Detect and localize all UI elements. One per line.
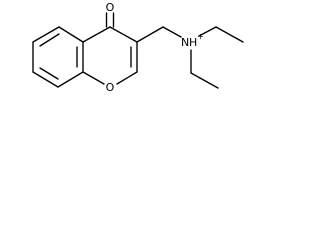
bond-benzene-4 bbox=[57, 71, 84, 88]
bond-methylene-to-nitrogen bbox=[162, 26, 182, 38]
chemical-structure-canvas: O O N H + bbox=[0, 0, 250, 136]
bond-to-ring-oxygen-left bbox=[82, 71, 105, 85]
pyranone-ring bbox=[82, 26, 138, 85]
bond-benzene-1 bbox=[32, 26, 60, 43]
bond-to-ring-oxygen-right bbox=[116, 71, 138, 85]
chemical-structure-drawing: O O N H + bbox=[32, 1, 244, 94]
carbonyl-group: O bbox=[106, 1, 115, 28]
ring-oxygen: O bbox=[106, 81, 115, 94]
bond-lower-ethyl-terminal bbox=[190, 72, 219, 89]
bond-benzene-2 bbox=[58, 26, 84, 43]
bond-carbonyl-carbon-to-benzene bbox=[82, 26, 111, 43]
diethylammonium-side-chain: N H + bbox=[136, 26, 244, 89]
bond-ring-to-methylene bbox=[136, 26, 164, 43]
double-bond-inner-bottom bbox=[39, 67, 59, 80]
double-bond-inner-top bbox=[39, 33, 60, 47]
bond-upper-ethyl-terminal bbox=[215, 26, 244, 43]
positive-charge-label: + bbox=[197, 32, 204, 41]
ring-oxygen-label: O bbox=[106, 81, 115, 94]
bond-nitrogen-to-upper-ethyl bbox=[198, 26, 217, 37]
benzene-ring bbox=[32, 26, 84, 88]
bond-benzene-5 bbox=[32, 71, 59, 88]
bond-carbonyl-carbon-to-alkene bbox=[109, 26, 138, 43]
carbonyl-oxygen-label: O bbox=[106, 1, 115, 14]
hydrogen-label: H bbox=[189, 36, 197, 49]
nitrogen-label: N bbox=[181, 36, 189, 49]
